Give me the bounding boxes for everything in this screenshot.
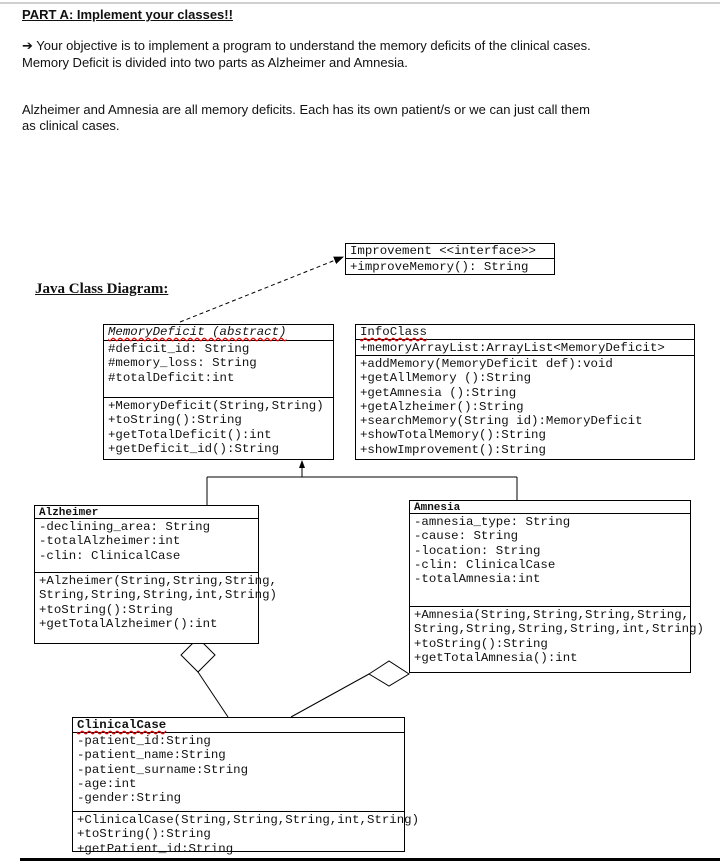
clinicalcase-methods-section: +ClinicalCase(String,String,String,int,S…: [73, 812, 420, 857]
description-line-2: as clinical cases.: [22, 118, 120, 133]
class-method: +showTotalMemory():String: [360, 428, 546, 443]
objective-text: Your objective is to implement a program…: [36, 38, 591, 53]
class-attribute: -patient_id:String: [77, 734, 211, 748]
improvement-header-section: Improvement <<interface>>: [346, 244, 554, 259]
right-arrow-icon: ➔: [22, 39, 33, 54]
class-name: Alzheimer: [39, 507, 99, 519]
description-line-1: Alzheimer and Amnesia are all memory def…: [22, 102, 590, 117]
infoclass-methods-section: +addMemory(MemoryDeficit def):void+getAl…: [356, 356, 694, 458]
class-attribute: -age:int: [77, 776, 137, 791]
class-name: Amnesia: [414, 502, 461, 514]
class-method: +Amnesia(String,String,String,String,: [414, 608, 690, 622]
class-attribute: -amnesia_type: String: [414, 515, 571, 529]
class-attribute: -location: String: [414, 543, 541, 558]
class-name: MemoryDeficit (abstract): [108, 325, 287, 339]
alzheimer-methods-section: +Alzheimer(String,String,String,String,S…: [35, 573, 277, 632]
class-box-alzheimer: Alzheimer-declining_area: String-totalAl…: [34, 505, 277, 644]
class-box-amnesia: Amnesia-amnesia_type: String-cause: Stri…: [409, 500, 704, 673]
class-name: InfoClass: [360, 325, 427, 339]
class-method: +toString():String: [39, 602, 173, 617]
class-attribute: -clin: ClinicalCase: [39, 548, 181, 563]
class-method: +improveMemory(): String: [350, 260, 529, 274]
class-method: +ClinicalCase(String,String,String,int,S…: [77, 813, 420, 827]
class-method: +getAlzheimer():String: [360, 399, 524, 414]
class-method: +searchMemory(String id):MemoryDeficit: [360, 414, 643, 429]
aggregation-line-amnesia: [290, 673, 370, 718]
class-attribute: -gender:String: [77, 791, 182, 806]
amnesia-methods-section: +Amnesia(String,String,String,String,Str…: [410, 607, 704, 666]
infoclass-attributes-section: +memoryArrayList:ArrayList<MemoryDeficit…: [356, 340, 694, 356]
alzheimer-header-section: Alzheimer: [35, 506, 258, 519]
top-divider: [0, 2, 720, 4]
class-box-memorydeficit: MemoryDeficit (abstract) #deficit_id: Str…: [103, 324, 334, 460]
class-method: +getTotalAmnesia():int: [414, 650, 578, 665]
inheritance-connector: [206, 460, 518, 505]
class-name: Improvement <<interface>>: [350, 244, 536, 258]
infoclass-header-section: InfoClass: [356, 325, 694, 340]
class-method: +getDeficit_id():String: [108, 441, 280, 456]
class-method: +getPatient_id:String: [77, 841, 234, 856]
objective-paragraph: ➔ Your objective is to implement a progr…: [22, 38, 682, 71]
aggregation-diamond-amnesia: [368, 660, 410, 687]
realization-dashed-arrow: [179, 256, 344, 323]
clinicalcase-header-section: ClinicalCase: [73, 718, 404, 733]
class-name: ClinicalCase: [77, 718, 167, 732]
class-method: String,String,String,int,String): [39, 588, 277, 603]
clinicalcase-attributes-section: -patient_id:String-patient_name:String-p…: [73, 733, 404, 812]
class-method: +toString():String: [414, 636, 548, 651]
memorydeficit-methods-section: +MemoryDeficit(String,String)+toString()…: [104, 398, 333, 457]
amnesia-header-section: Amnesia: [410, 501, 690, 514]
class-method: +toString():String: [77, 827, 211, 842]
amnesia-attributes-section: -amnesia_type: String-cause: String-loca…: [410, 514, 690, 607]
diagram-title: Java Class Diagram:: [35, 281, 169, 297]
class-attribute: -clin: ClinicalCase: [414, 557, 556, 572]
class-attribute: -cause: String: [414, 529, 519, 544]
class-attribute: -patient_name:String: [77, 748, 226, 763]
class-attribute: -patient_surname:String: [77, 762, 249, 777]
class-method: +getAllMemory ():String: [360, 371, 532, 386]
objective-line-1: ➔ Your objective is to implement a progr…: [22, 38, 682, 55]
page-heading: PART A: Implement your classes!!: [22, 7, 233, 22]
class-method: String,String,String,String,int,String): [414, 622, 704, 637]
class-attribute: +memoryArrayList:ArrayList<MemoryDeficit…: [360, 341, 665, 355]
class-box-infoclass: InfoClass +memoryArrayList:ArrayList<Memo…: [355, 324, 695, 460]
memorydeficit-header-section: MemoryDeficit (abstract): [104, 325, 333, 341]
class-attribute: -totalAmnesia:int: [414, 572, 541, 587]
class-method: +getAmnesia ():String: [360, 385, 517, 400]
class-attribute: -totalAlzheimer:int: [39, 534, 181, 549]
class-attribute: -declining_area: String: [39, 520, 211, 534]
class-box-clinicalcase: ClinicalCase-patient_id:String-patient_n…: [72, 717, 419, 856]
class-method: +Alzheimer(String,String,String,: [39, 574, 277, 588]
description-paragraph: Alzheimer and Amnesia are all memory def…: [22, 102, 682, 134]
class-method: +showImprovement():String: [360, 442, 546, 457]
class-attribute: #deficit_id: String: [108, 342, 250, 356]
objective-line-2: Memory Deficit is divided into two parts…: [22, 55, 408, 70]
aggregation-line-alzheimer: [197, 671, 229, 718]
class-method: +getTotalDeficit():int: [108, 427, 272, 442]
bottom-divider: [20, 858, 720, 861]
inheritance-arrowhead: [299, 460, 305, 468]
class-box-improvement: Improvement <<interface>> +improveMemory(…: [345, 243, 555, 275]
class-attribute: #memory_loss: String: [108, 356, 257, 371]
alzheimer-attributes-section: -declining_area: String-totalAlzheimer:i…: [35, 519, 258, 573]
class-attribute: #totalDeficit:int: [108, 370, 235, 385]
class-method: +addMemory(MemoryDeficit def):void: [360, 357, 613, 371]
class-method: +MemoryDeficit(String,String): [108, 399, 324, 413]
class-method: +getTotalAlzheimer():int: [39, 616, 218, 631]
class-method: +toString():String: [108, 413, 242, 428]
memorydeficit-attributes-section: #deficit_id: String#memory_loss: String#…: [104, 341, 333, 398]
improvement-methods-section: +improveMemory(): String: [346, 259, 554, 275]
